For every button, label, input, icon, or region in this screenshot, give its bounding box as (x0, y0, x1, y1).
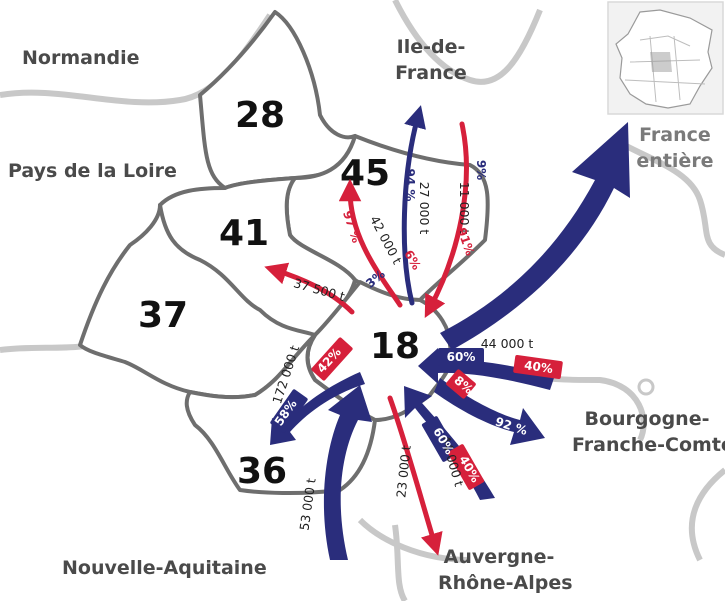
region-france-entiere-line1: France (639, 124, 711, 146)
arrow-bourgogne-import (418, 348, 555, 390)
tonnage-nouvelle-aquitaine: 53 000 t (296, 477, 318, 531)
region-pays-de-la-loire: Pays de la Loire (8, 160, 177, 182)
tonnage-auvergne-export: 23 000 t (393, 444, 413, 498)
pct-bourgogne-60: 60% (447, 350, 476, 364)
dept-label-28: 28 (235, 95, 285, 136)
arrow-indre (270, 372, 365, 445)
tonnage-bourgogne: 44 000 t (481, 336, 534, 351)
region-france-entiere-line2: entière (636, 150, 714, 172)
arrow-idf-import (401, 105, 426, 306)
department-labels: 28 45 41 37 18 36 (138, 95, 420, 492)
region-nouvelle-aquitaine: Nouvelle-Aquitaine (62, 557, 267, 579)
region-auvergne-line2: Rhône-Alpes (438, 572, 573, 594)
pct-idf-94: 94 % (403, 169, 417, 202)
arrow-idf-export (424, 121, 469, 318)
dept-label-45: 45 (340, 153, 390, 194)
region-france-entiere: France entière (632, 122, 718, 174)
flow-arrows (264, 105, 469, 556)
pct-tags (270, 337, 563, 490)
region-ile-de-france-line1: Ile-de- (396, 36, 466, 58)
arrow-france-export (440, 122, 630, 350)
arrow-41-export (264, 262, 355, 315)
pct-idf-9: 9% (474, 160, 488, 180)
arrow-nouvelle-aquitaine-import (323, 385, 372, 560)
arrow-loiret-export (338, 178, 403, 308)
region-bourgogne-franche-comte: Bourgogne- Franche-Comté (572, 406, 725, 458)
region-bourgogne-line2: Franche-Comté (572, 434, 725, 456)
arrow-auvergne-export (387, 395, 443, 556)
dept-label-37: 37 (138, 295, 188, 336)
region-auvergne-line1: Auvergne- (443, 546, 555, 568)
region-ile-de-france-line2: France (395, 62, 467, 84)
dept-label-18: 18 (370, 326, 420, 367)
dept-label-41: 41 (219, 213, 269, 254)
department-37 (78, 203, 317, 400)
dept-label-36: 36 (237, 451, 287, 492)
region-bourgogne-line1: Bourgogne- (584, 408, 710, 430)
france-inset (607, 1, 724, 115)
region-auvergne-rhone-alpes: Auvergne- Rhône-Alpes (438, 544, 573, 596)
city-marker (637, 378, 655, 396)
region-normandie: Normandie (22, 47, 140, 69)
pct-bourgogne-40: 40% (523, 358, 553, 376)
region-ile-de-france: Ile-de- France (386, 34, 476, 86)
tonnage-idf-import: 27 000 t (417, 182, 432, 235)
tonnage-idf-export: 11 000 t (457, 182, 472, 235)
